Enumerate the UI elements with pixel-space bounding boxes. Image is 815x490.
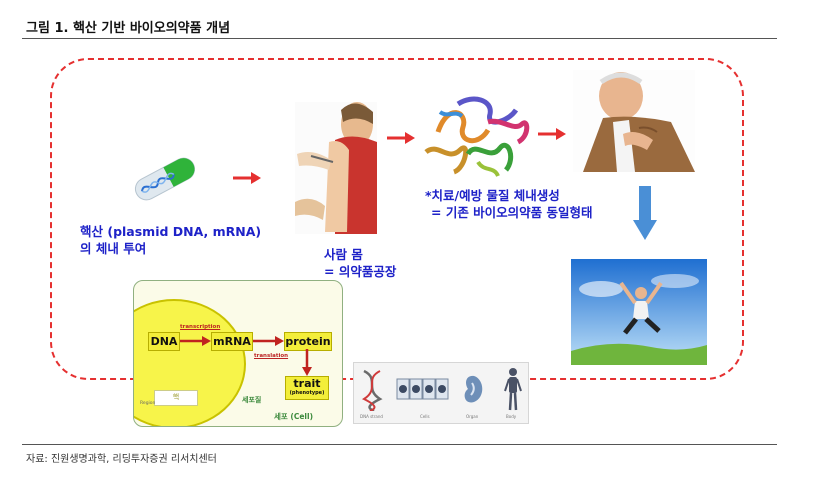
phenotype-label: (phenotype)	[289, 390, 325, 396]
nucleus-label: 핵	[154, 390, 198, 406]
translation-arrow	[253, 336, 284, 346]
protein-box: protein	[284, 332, 332, 351]
protein-production-label-line2: = 기존 바이오의약품 동일형태	[431, 205, 593, 220]
protein-production-label-line1: *치료/예방 물질 체내생성	[425, 188, 560, 203]
body-factory-label-line2: = 의약품공장	[324, 264, 397, 279]
body-factory-label: 사람 몸 = 의약품공장	[324, 246, 396, 280]
protein-production-label: *치료/예방 물질 체내생성 = 기존 바이오의약품 동일형태	[425, 187, 593, 221]
nucleic-acid-label-line2: 의 체내 투여	[80, 241, 147, 256]
strip-label-dna: DNA strand	[360, 414, 383, 419]
arrow-capsule-to-body	[233, 172, 261, 184]
transcription-label: transcription	[180, 324, 221, 330]
mrna-box: mRNA	[211, 332, 253, 351]
dna-capsule-image	[134, 157, 196, 201]
dna-to-body-strip: DNA strand Cells Organ Body	[353, 362, 529, 424]
cell-diagram: DNA mRNA protein trait (phenotype) trans…	[133, 280, 343, 427]
source-note: 자료: 진원생명과학, 리딩투자증권 리서치센터	[26, 454, 217, 465]
healthy-person-image	[571, 259, 707, 365]
phenotype-arrow	[302, 349, 312, 376]
bottom-rule	[22, 444, 777, 445]
arm-injection-image	[295, 102, 377, 234]
nucleic-acid-label: 핵산 (plasmid DNA, mRNA) 의 체내 투여	[80, 223, 261, 257]
cells-icon	[396, 378, 449, 400]
patient-image	[573, 70, 695, 172]
organ-icon	[464, 375, 483, 403]
strip-label-organ: Organ	[466, 414, 479, 419]
top-rule	[22, 38, 777, 39]
body-icon	[504, 368, 522, 411]
body-factory-label-line1: 사람 몸	[324, 247, 363, 262]
strip-label-cells: Cells	[420, 414, 430, 419]
cell-label: 세포 (Cell)	[274, 412, 313, 421]
arrow-protein-to-patient	[538, 128, 566, 140]
strip-label-body: Body	[506, 414, 517, 419]
transcription-arrow	[180, 336, 211, 346]
nucleic-acid-label-line1: 핵산 (plasmid DNA, mRNA)	[80, 224, 262, 239]
region-label: Region	[140, 401, 156, 406]
trait-label: trait	[293, 377, 321, 390]
arrow-body-to-protein	[387, 132, 415, 144]
dna-box: DNA	[148, 332, 180, 351]
translation-label: translation	[254, 353, 289, 359]
figure-title: 그림 1. 핵산 기반 바이오의약품 개념	[26, 21, 231, 36]
cytoplasm-label: 세포질	[242, 396, 262, 404]
dna-helix-icon	[361, 369, 383, 411]
trait-box: trait (phenotype)	[285, 376, 329, 400]
protein-structure-image	[424, 96, 530, 177]
nucleus-shape	[134, 299, 246, 426]
down-arrow-icon	[633, 186, 657, 240]
